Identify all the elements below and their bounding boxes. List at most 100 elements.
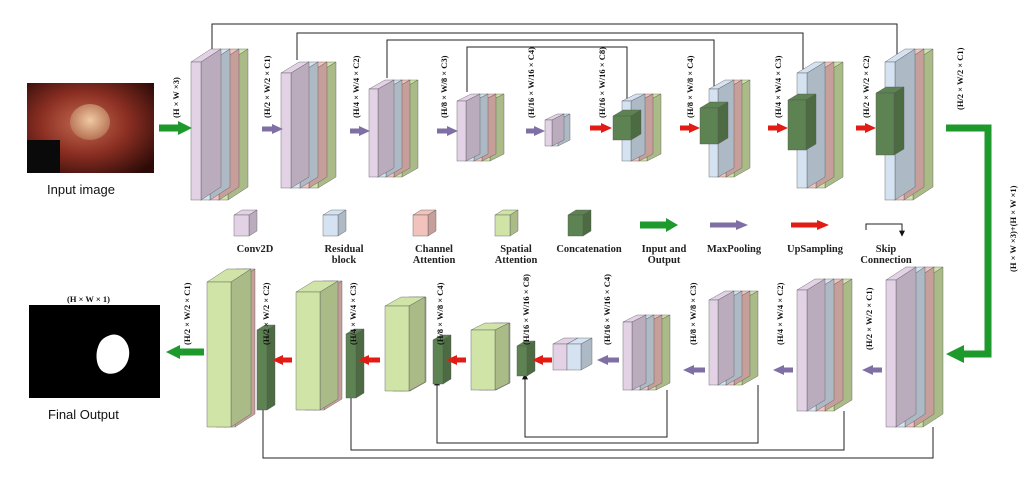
encoder-block-3-layer-1-side [377,79,395,178]
encoder-concat-1-front [612,115,632,141]
encoder-dim-label-6: (H/8 × W/8 × C4) [685,55,695,118]
decoder-dim-label-1: (H/2 × W/2 × C1) [864,287,874,350]
encoder-concat-2 [699,101,729,145]
decoder-up-block-3-layer-1-front [295,291,321,411]
encoder-dim-label-9: (H/2 × W/2 × C1) [955,47,965,110]
encoder-block-4-layer-1-front [456,100,467,162]
encoder-dim-label-8: (H/2 × W/2 × C2) [861,55,871,118]
flow-arrows [159,121,992,375]
final-output-caption: Final Output [48,407,119,422]
legend-swatch-residual-block-front [322,214,339,237]
decoder-dim-label-3: (H/4 × W/4 × C3) [348,282,358,345]
return-path-head [946,345,964,363]
decoder-concat-1-front [516,345,528,377]
pool-arrow-8 [597,355,619,365]
legend-swatch-channel-attention [412,209,437,237]
up-arrow-2 [680,123,700,133]
up-arrow-5 [532,355,552,365]
decoder-block-4 [622,314,671,391]
legend-swatch-concatenation-front [567,214,584,237]
legend-swatch-skip-connection [865,223,905,237]
encoder-block-5-layer-1-front [544,119,553,147]
decoder-up-block-3-layer-1 [295,280,339,411]
legend-swatch-input-output [640,218,678,232]
decoder-concat-2-front [432,339,444,385]
legend-swatch-spatial-attention [494,209,519,237]
encoder-concat-4-front [875,92,895,156]
encoder-concat-3-front [787,99,807,151]
decoder-up-block-1-layer-1-side [494,322,510,391]
decoder-bottleneck-residual-front [566,343,582,371]
legend-swatch-spatial-attention-front [494,214,511,237]
skip-bottom-1 [260,401,934,459]
encoder-block-2-layer-1-front [280,72,292,189]
decoder-block-2-layer-1 [796,278,826,412]
legend-label-spatial-attention-1: Spatial [500,244,532,255]
decoder-block-3 [708,290,759,386]
legend-label-skip-connection-2: Connection [860,255,911,266]
legend-label-upsampling-1: UpSampling [787,244,844,255]
skip-top-2 [296,32,806,101]
encoder-concat-2-front [699,107,719,145]
decoder-block-1 [885,266,944,428]
pool-arrow-5 [862,365,882,375]
decoder-block-1-layer-1 [885,266,917,428]
decoder-up-block-4-layer-1-front [206,281,232,428]
legend-label-residual-block-2: block [332,255,357,266]
input-image-caption: Input image [47,182,115,197]
legend-swatch-conv2d [233,209,258,237]
encoder-dim-label-1: (H/2 × W/2 × C1) [262,55,272,118]
encoder-block-1 [190,48,249,201]
decoder-concat-1 [516,340,536,377]
decoder-concat-3 [345,328,365,399]
legend-label-input-output-1: Input and [642,244,687,255]
legend-swatch-concatenation [567,209,592,237]
decoder-concat-2 [432,334,452,385]
side-dim-label: (H × W ×3)+(H × W ×1) [1008,185,1018,272]
legend-label-spatial-attention-2: Attention [495,255,538,266]
encoder-block-3 [368,79,419,178]
skip-bottom-2 [348,389,845,451]
decoder-block-1-layer-1-front [885,279,897,428]
legend-label-maxpooling-1: MaxPooling [707,244,762,255]
decoder-bottleneck-conv-front [552,343,568,371]
skip-top-4 [466,46,630,117]
pool-arrow-2 [350,126,370,136]
encoder-block-1-layer-1-front [190,61,202,201]
legend-item-upsampling: UpSampling [787,220,844,255]
pool-arrow-1 [262,124,283,134]
decoder-up-block-2 [384,296,427,392]
dimension-labels: (H × W ×3)(H/2 × W/2 × C1)(H/4 × W/4 × C… [171,47,1018,350]
decoder-dim-label-9: (H/2 × W/2 × C1) [182,282,192,345]
legend-item-maxpooling: MaxPooling [707,220,762,255]
decoder-up-block-1-layer-1 [470,322,510,391]
up-arrow-4 [856,123,876,133]
decoder-up-block-2-layer-1-side [408,296,426,392]
encoder-concat-3-side [805,93,817,151]
encoder-concat-4-side [893,86,905,156]
decoder-block-3-layer-1 [708,290,735,386]
final-output-image [29,305,160,398]
decoder-up-block-4 [206,268,256,428]
decoder-up-block-4-layer-1-side [230,268,252,428]
legend-swatch-channel-attention-front [412,214,429,237]
legend-label-skip-connection-1: Skip [876,244,897,255]
decoder-block-2-layer-1-side [806,278,826,412]
output-dim-label: (H × W × 1) [67,294,110,304]
decoder-block-3-layer-1-side [717,290,735,386]
decoder-block-2 [796,278,853,412]
decoder-dim-label-5: (H/16 × W/16 × C8) [521,274,531,345]
legend-item-conv2d: Conv2D [233,209,274,255]
decoder-up-block-2-layer-1 [384,296,426,392]
encoder-block-1-layer-1 [190,48,222,201]
encoder-concat-3 [787,93,817,151]
pool-arrow-7 [683,365,705,375]
return-path-line [946,124,992,358]
decoder-concat-3-front [345,333,357,399]
